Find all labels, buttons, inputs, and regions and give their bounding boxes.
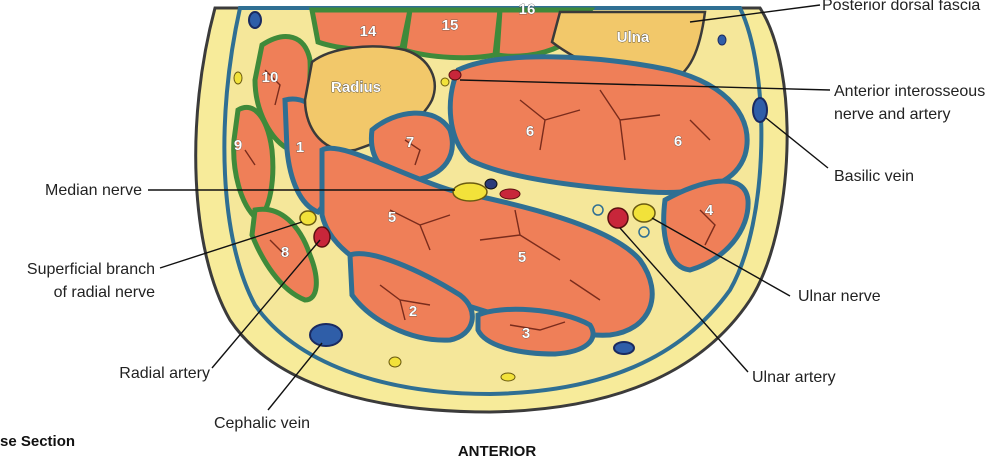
muscle-number: 6 [526,123,534,140]
muscle-number: 15 [442,17,459,34]
muscle-number: 3 [522,325,530,342]
posterior-fascia-label: Posterior dorsal fascia [822,0,980,14]
muscle-number: 7 [406,134,414,151]
muscle-number: 10 [262,69,279,86]
ulnar-nerve-dot [633,204,655,222]
ulnar-artery-label: Ulnar artery [752,369,836,386]
basilic-vein-dot [753,98,767,122]
superficial-radial-label-2: of radial nerve [54,284,155,301]
cross-section-caption: se Section [0,433,75,450]
radius-label: Radius [331,79,381,96]
median-nerve [453,183,487,201]
radial-artery-label: Radial artery [119,365,210,382]
cephalic-vein-dot [310,324,342,346]
basilic-vein-label: Basilic vein [834,168,914,185]
ulna-label: Ulna [617,29,650,46]
muscle-number: 5 [518,249,526,266]
muscle-number: 8 [281,244,289,261]
anterior-interosseous-label-2: nerve and artery [834,106,951,123]
muscle-number: 1 [296,139,304,156]
anterior-interosseous-label: Anterior interosseous [834,83,985,100]
ulnar-nerve-label: Ulnar nerve [798,288,881,305]
muscle-number: 4 [705,202,714,219]
superficial-radial-label: Superficial branch [27,261,155,278]
muscle-number: 9 [234,137,242,154]
ulnar-artery-dot [608,208,628,228]
muscle-number: 16 [519,1,536,18]
cephalic-vein-label: Cephalic vein [214,415,310,432]
median-nerve-label: Median nerve [45,182,142,199]
anterior-caption: ANTERIOR [458,443,537,460]
muscle-number: 6 [674,133,682,150]
muscle-number: 5 [388,209,396,226]
muscle-number: 2 [409,303,417,320]
muscle-number: 14 [360,23,377,40]
